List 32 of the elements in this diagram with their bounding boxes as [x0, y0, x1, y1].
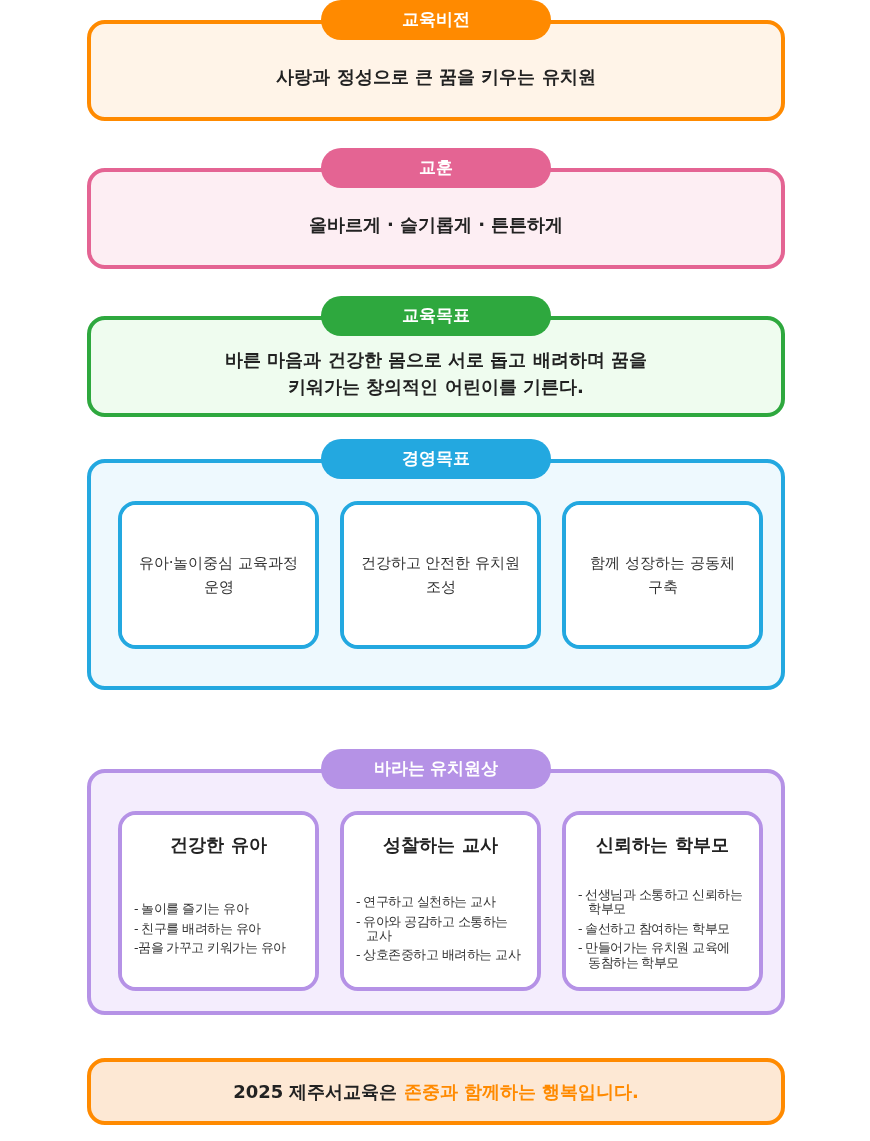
- goal-text: 건강하고 안전한 유치원 조성: [360, 553, 521, 598]
- heading-pill: 경영목표: [321, 439, 551, 479]
- profile-card: [118, 811, 319, 991]
- profile-card: [562, 811, 763, 991]
- section-text: 올바르게 · 슬기롭게 · 튼튼하게: [308, 213, 564, 238]
- slogan-banner: [87, 1058, 785, 1125]
- profile-card: [340, 811, 541, 991]
- goal-text: 유아·놀이중심 교육과정 운영: [138, 553, 299, 598]
- goal-card: [118, 501, 319, 649]
- goal-card: [562, 501, 763, 649]
- list-item: - 선생님과 소통하고 신뢰하는 학부모: [578, 888, 744, 917]
- list-item: - 연구하고 실천하는 교사: [356, 895, 497, 910]
- heading-pill: 교육비전: [321, 0, 551, 40]
- list-item: - 상호존중하고 배려하는 교사: [356, 948, 522, 963]
- list-item: - 친구를 배려하는 유아: [134, 921, 262, 937]
- card-heading: 성찰하는 교사: [382, 833, 499, 857]
- list-item: - 유아와 공감하고 소통하는 교사: [356, 914, 509, 944]
- card-heading: 건강한 유아: [169, 833, 268, 857]
- heading-pill: 교훈: [321, 148, 551, 188]
- heading-pill: 바라는 유치원상: [321, 749, 551, 789]
- section-text: 바른 마음과 건강한 몸으로 서로 돕고 배려하며 꿈을 키워가는 창의적인 어린이를 기른다.: [224, 348, 648, 399]
- goal-card: [340, 501, 541, 649]
- list-item: - 만들어가는 유치원 교육에 동참하는 학부모: [578, 941, 731, 970]
- section-text: 사랑과 정성으로 큰 꿈을 키우는 유치원: [276, 65, 596, 90]
- card-heading: 신뢰하는 학부모: [595, 833, 730, 857]
- goal-text: 함께 성장하는 공동체 구축: [589, 553, 736, 598]
- list-item: - 놀이를 즐기는 유아: [134, 902, 250, 917]
- heading-pill: 교육목표: [321, 296, 551, 336]
- list-item: - 솔선하고 참여하는 학부모: [578, 921, 731, 937]
- list-item: -꿈을 가꾸고 키워가는 유아: [134, 941, 287, 956]
- slogan-text: 2025 제주서교육은: [233, 1080, 398, 1104]
- slogan-text: 존중과 함께하는 행복입니다.: [403, 1080, 639, 1104]
